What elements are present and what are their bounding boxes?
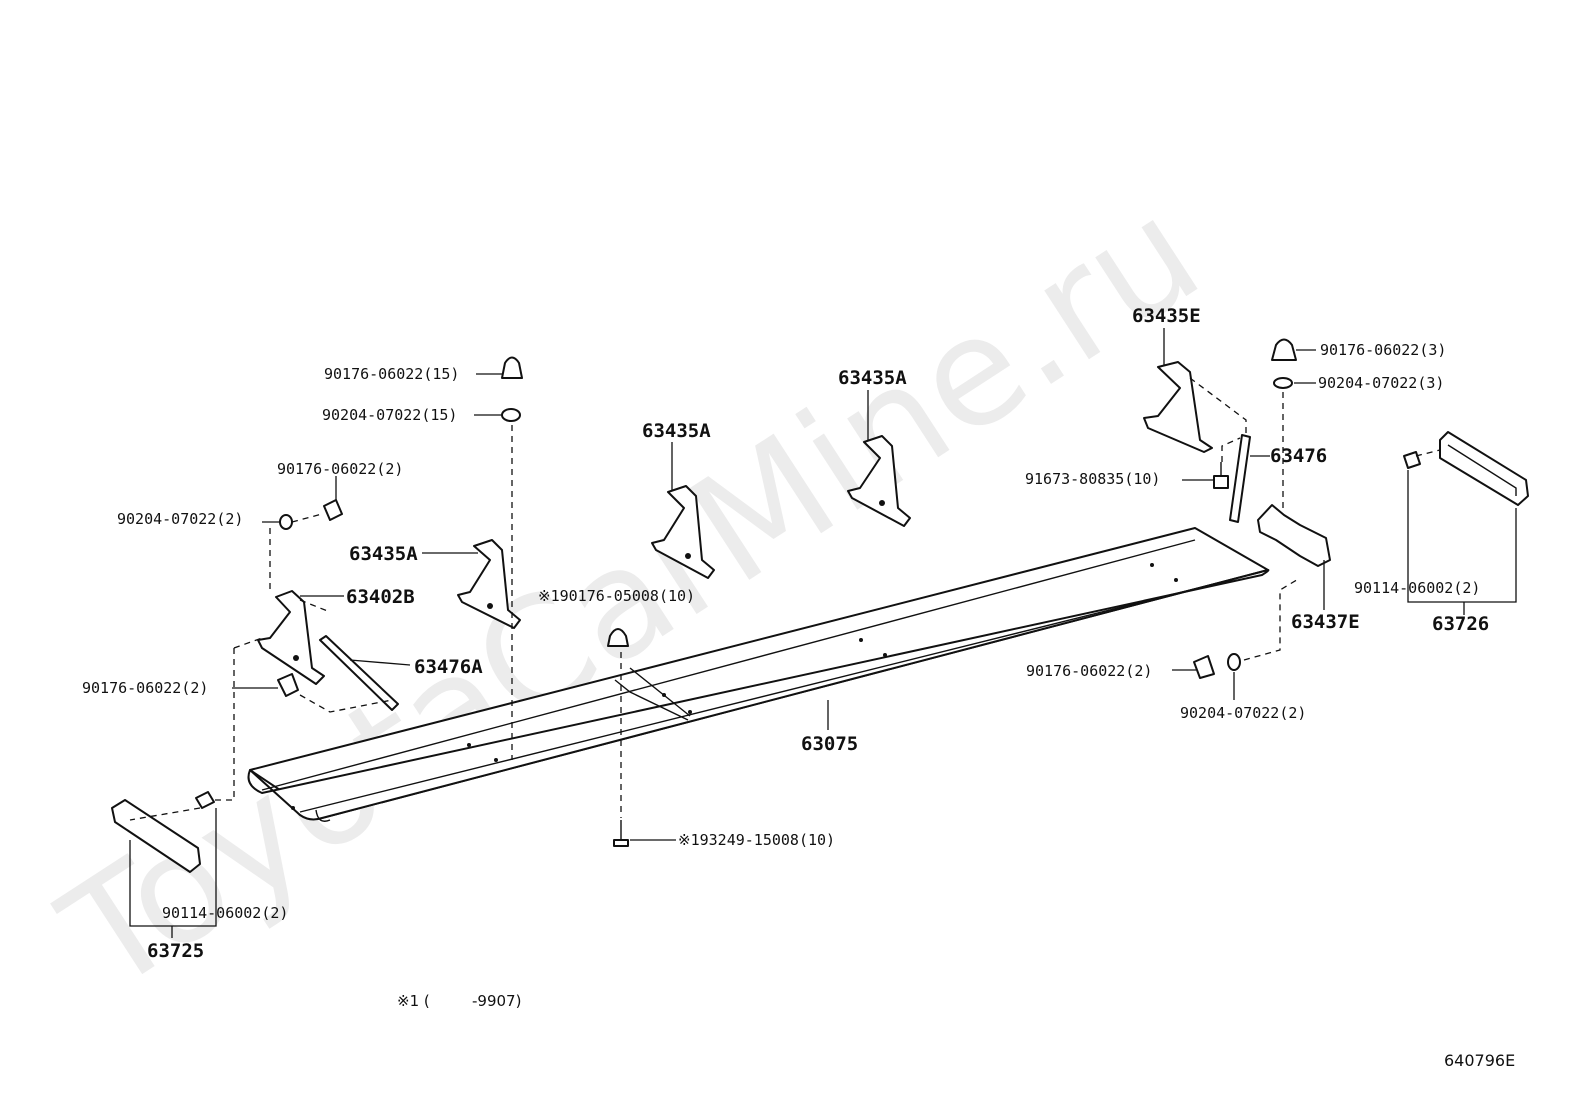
stay-63476a [319,635,399,711]
label-screw-right-cap: 90114-06002(2) [1354,579,1480,597]
washer-icon-top-left [501,408,521,422]
end-cap-left [111,799,201,873]
leader-lines [129,328,1517,938]
bracket-63435a-middle [651,485,715,579]
bolt-icon-right [1213,462,1229,489]
nut-icon-center [607,628,629,647]
label-bracket-63435a-middle: 63435A [642,420,711,442]
washer-icon-top-right [1273,377,1293,389]
figure-code: 640796E [1444,1051,1515,1070]
label-screw-center-marked: ※193249-15008(10) [678,831,835,849]
label-bracket-63435a-left: 63435A [349,543,418,565]
label-nut-left-bracket: 90176-06022(2) [277,460,403,478]
stay-63476 [1229,434,1251,523]
bracket-63437e [1257,504,1331,567]
footnote-mark: ※1 ( [397,992,430,1010]
screw-icon-left-cap [195,791,215,809]
footnote-range: -9907) [472,992,521,1010]
bracket-63435e [1143,361,1213,453]
label-bracket-63435a-right: 63435A [838,367,907,389]
label-cap-63726: 63726 [1432,613,1489,635]
label-nut-lower-left: 90176-06022(2) [82,679,208,697]
label-screw-left-cap: 90114-06002(2) [162,904,288,922]
running-board-63075 [247,527,1270,822]
label-nut-top-left: 90176-06022(15) [324,365,459,383]
label-washer-left-bracket: 90204-07022(2) [117,510,243,528]
nut-icon-top-right [1271,338,1297,361]
label-nut-center-marked: ※190176-05008(10) [538,587,695,605]
bracket-63402b [257,590,325,685]
label-stay-63476a: 63476A [414,656,483,678]
label-bracket-63402b: 63402B [346,586,415,608]
end-cap-right [1439,431,1529,506]
label-step-63075: 63075 [801,733,858,755]
label-bolt-right: 91673-80835(10) [1025,470,1160,488]
label-cap-63725: 63725 [147,940,204,962]
screw-icon-center [613,820,629,847]
label-stay-63476: 63476 [1270,445,1327,467]
nut-icon-left-bracket [323,499,343,521]
assembly-lines [129,377,1441,821]
label-bracket-63435e: 63435E [1132,305,1201,327]
label-nut-top-right: 90176-06022(3) [1320,341,1446,359]
label-washer-lower-right: 90204-07022(2) [1180,704,1306,722]
screw-icon-right-cap [1403,451,1421,469]
bracket-63435a-left [457,539,521,629]
label-nut-lower-right: 90176-06022(2) [1026,662,1152,680]
nut-icon-lower-left [277,673,299,697]
nut-icon-top-left [501,356,523,379]
nut-icon-lower-right [1193,655,1215,679]
bracket-63435a-right [847,435,911,527]
label-bracket-63437e: 63437E [1291,611,1360,633]
washer-icon-lower-right [1227,653,1241,671]
label-washer-top-left: 90204-07022(15) [322,406,457,424]
label-washer-top-right: 90204-07022(3) [1318,374,1444,392]
washer-icon-left-bracket [279,514,293,530]
